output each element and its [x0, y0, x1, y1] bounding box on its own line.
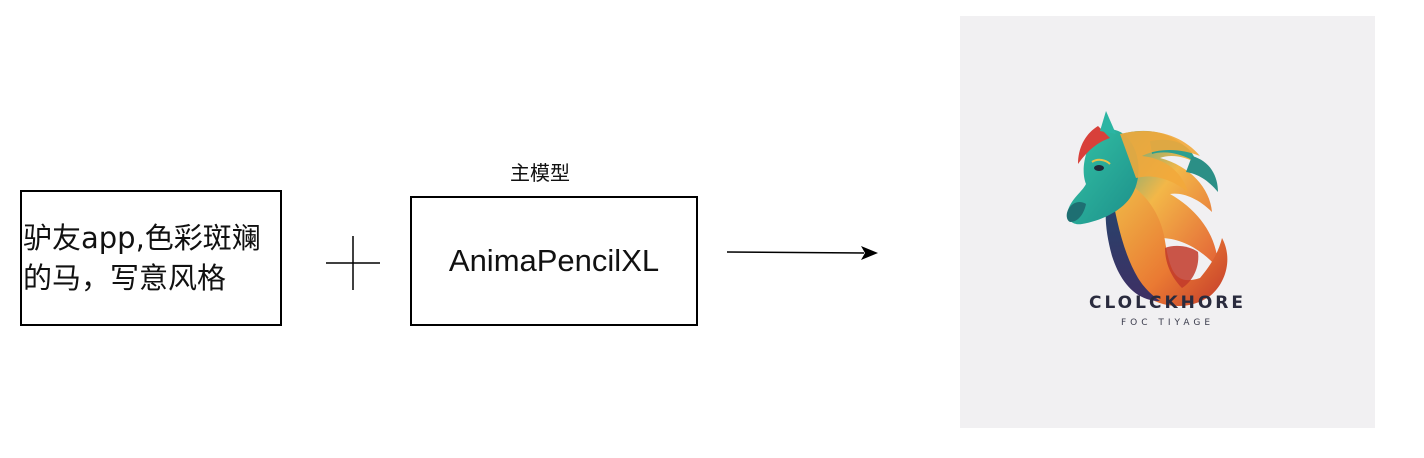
plus-icon — [326, 236, 380, 290]
prompt-text: 驴友app,色彩斑斓的马，写意风格 — [23, 221, 261, 295]
arrow-right-icon — [726, 246, 878, 260]
brand-tagline: FOC TIYAGE — [1120, 318, 1214, 328]
brand-name: CLOLCKHORE — [1088, 293, 1247, 313]
model-box: AnimaPencilXL — [410, 196, 698, 326]
horse-logo-icon — [1066, 111, 1228, 307]
result-image: CLOLCKHORE FOC TIYAGE — [960, 16, 1375, 428]
model-label: 主模型 — [510, 161, 570, 185]
prompt-box: 驴友app,色彩斑斓的马，写意风格 — [20, 190, 282, 326]
model-name: AnimaPencilXL — [448, 243, 660, 278]
